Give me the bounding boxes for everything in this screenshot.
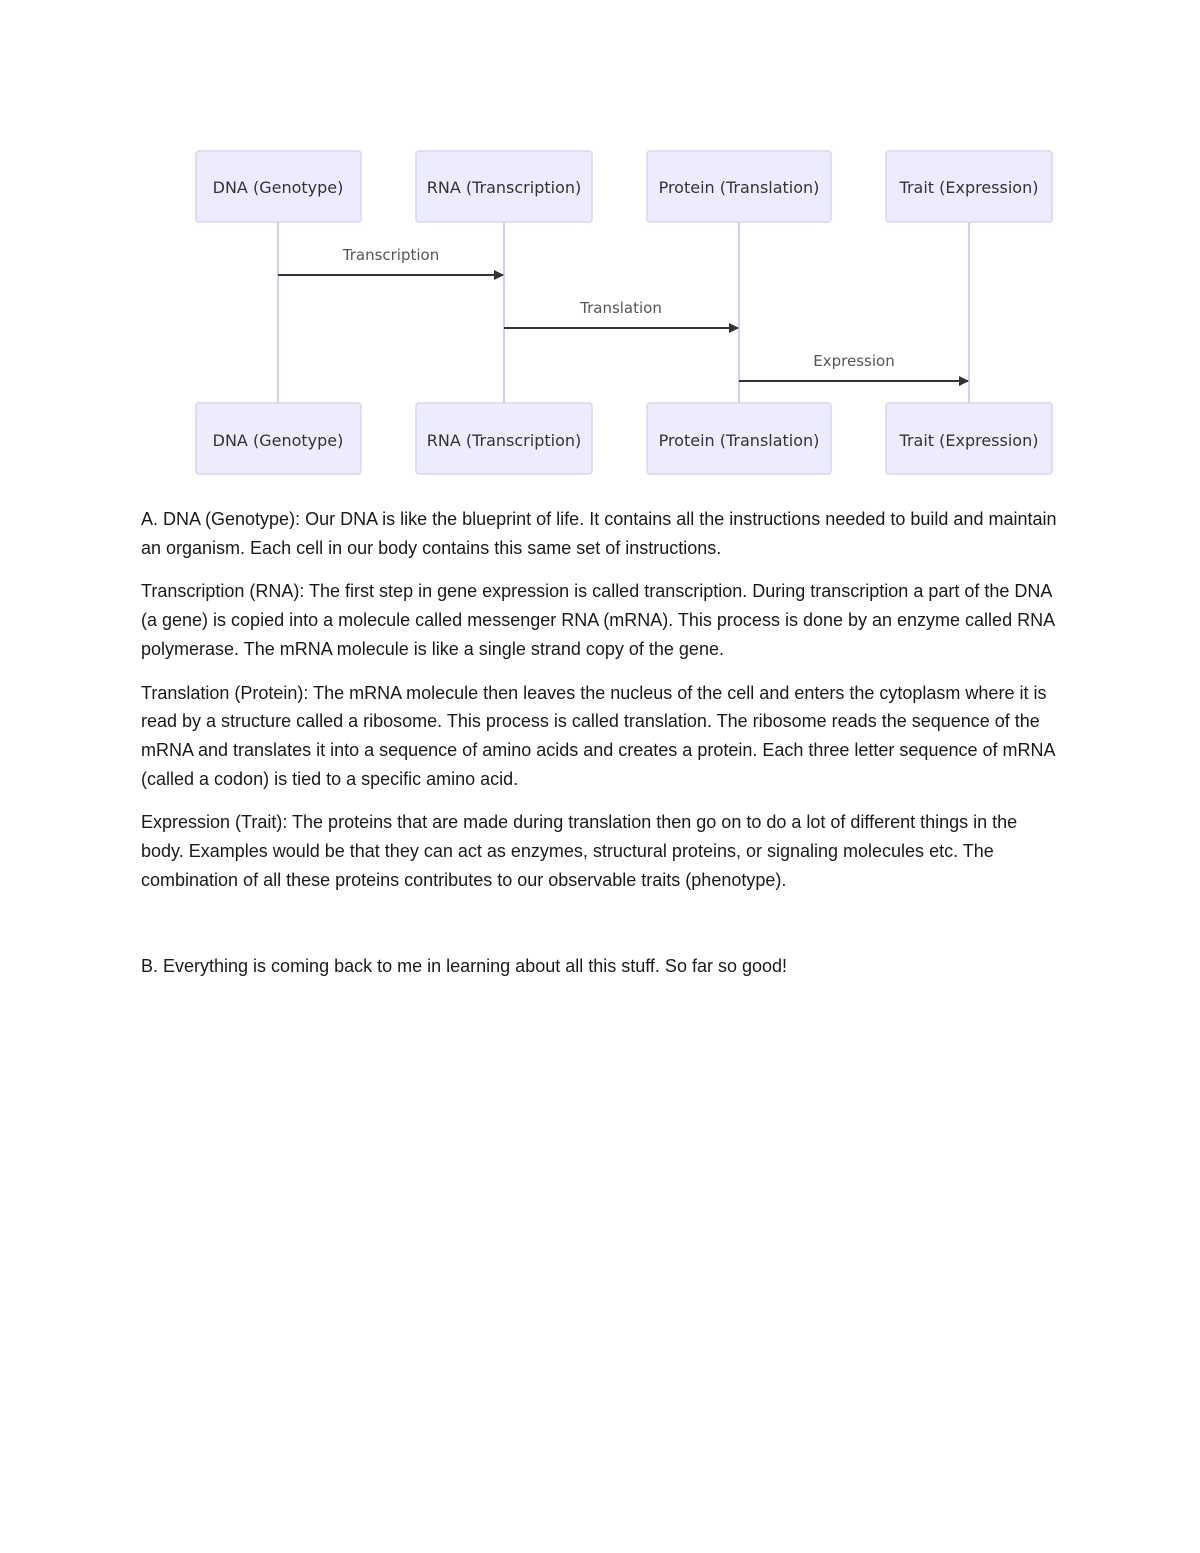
message-translation: Translation — [504, 299, 739, 333]
actor-label: Trait (Expression) — [899, 431, 1039, 450]
actor-label: RNA (Transcription) — [427, 178, 582, 197]
message-label: Transcription — [342, 246, 439, 264]
actor-label: Protein (Translation) — [659, 431, 820, 450]
paragraph-expression: Expression (Trait): The proteins that ar… — [141, 812, 1018, 890]
paragraph-translation: Translation (Protein): The mRNA molecule… — [141, 682, 1055, 789]
message-label: Expression — [813, 352, 894, 370]
actor-protein-bottom: Protein (Translation) — [646, 402, 832, 475]
actor-label: Protein (Translation) — [659, 178, 820, 197]
document-body: A. DNA (Genotype): Our DNA is like the b… — [141, 505, 1061, 996]
actor-dna-bottom: DNA (Genotype) — [195, 402, 362, 475]
actor-rna-top: RNA (Transcription) — [415, 150, 593, 223]
actor-trait-bottom: Trait (Expression) — [885, 402, 1053, 475]
paragraph-b: B. Everything is coming back to me in le… — [141, 956, 788, 977]
actor-label: DNA (Genotype) — [213, 431, 344, 450]
message-transcription: Transcription — [278, 246, 504, 280]
actor-label: RNA (Transcription) — [427, 431, 582, 450]
actor-label: Trait (Expression) — [899, 178, 1039, 197]
paragraph-transcription: Transcription (RNA): The first step in g… — [141, 581, 1055, 659]
actor-label: DNA (Genotype) — [213, 178, 344, 197]
actor-rna-bottom: RNA (Transcription) — [415, 402, 593, 475]
message-expression: Expression — [739, 352, 969, 386]
sequence-diagram: DNA (Genotype) RNA (Transcription) Prote… — [195, 150, 1053, 475]
actor-protein-top: Protein (Translation) — [646, 150, 832, 223]
actor-trait-top: Trait (Expression) — [885, 150, 1053, 223]
message-label: Translation — [579, 299, 662, 317]
actor-dna-top: DNA (Genotype) — [195, 150, 362, 223]
paragraph-a-dna: A. DNA (Genotype): Our DNA is like the b… — [141, 509, 1057, 558]
